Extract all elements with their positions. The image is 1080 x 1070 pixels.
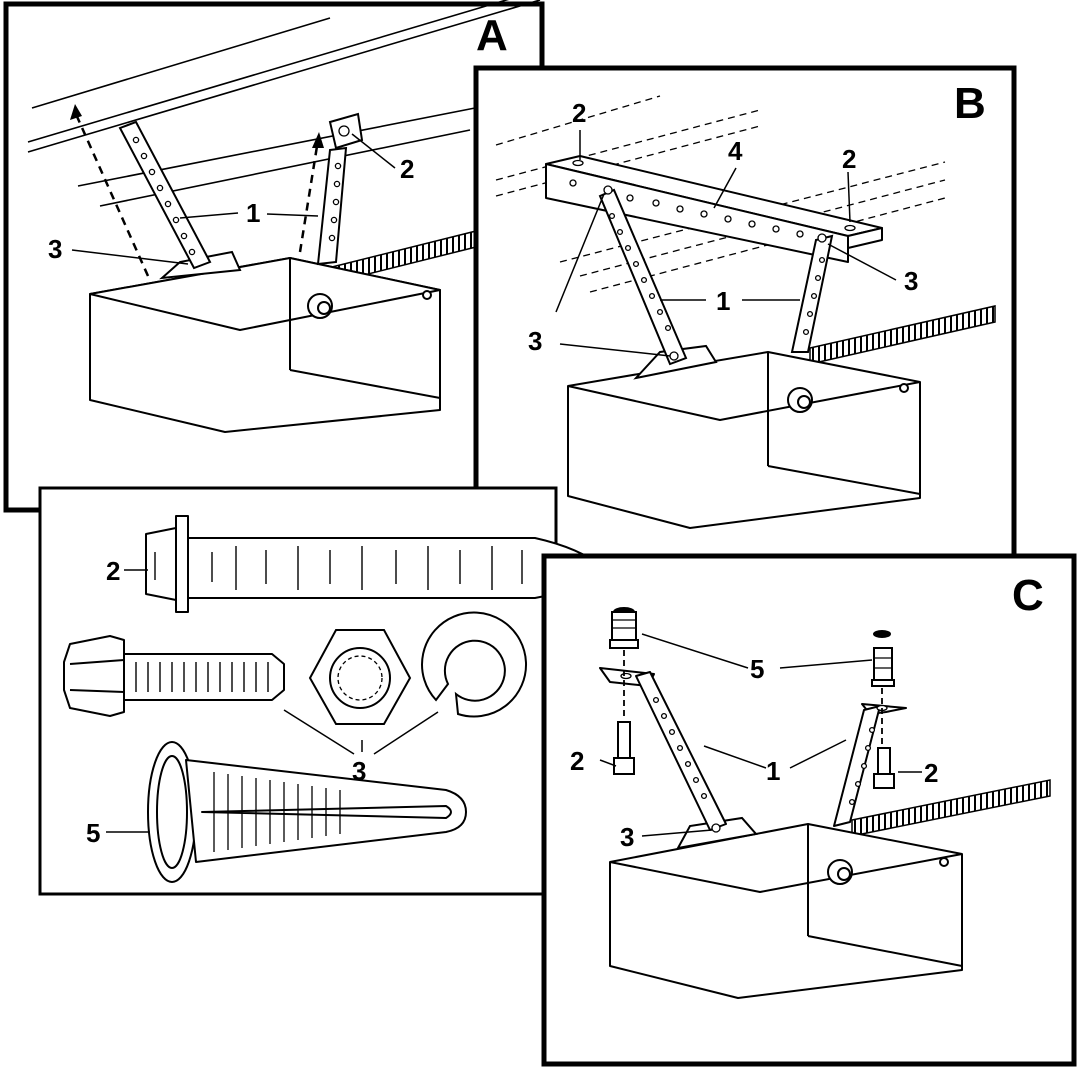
- lift-arrow: [73, 111, 320, 277]
- angle-iron: [545, 155, 883, 263]
- arrowhead: [70, 104, 82, 120]
- callout-3: 3: [528, 326, 542, 356]
- leader-line: [106, 569, 439, 833]
- opener-c: [609, 823, 963, 999]
- wall-anchor: [609, 607, 895, 687]
- lock-washer: [421, 611, 527, 718]
- callout-4: 4: [728, 136, 743, 166]
- callout-3: 3: [620, 822, 634, 852]
- callout-2: 2: [572, 98, 586, 128]
- dashed-guide: [623, 650, 883, 746]
- leader-line: [71, 133, 396, 265]
- strap-holes: [132, 125, 350, 256]
- callout-2: 2: [570, 746, 584, 776]
- hardware-panel: 2 3 5: [38, 486, 605, 896]
- panel-a-frame: [3, 1, 545, 513]
- hex-nut: [308, 629, 412, 725]
- callout-2: 2: [924, 758, 938, 788]
- callout-3: 3: [904, 266, 918, 296]
- callout-3: 3: [48, 234, 62, 264]
- callout-5: 5: [86, 818, 100, 848]
- leader-line: [555, 130, 897, 357]
- panel-a-letter: A: [476, 11, 508, 60]
- panel-a: A 1 3 2: [3, 0, 545, 513]
- rail-b: [809, 305, 996, 365]
- callout-1: 1: [766, 756, 780, 786]
- panel-b-letter: B: [954, 79, 986, 128]
- callout-5: 5: [750, 654, 764, 684]
- callout-2: 2: [842, 144, 856, 174]
- leader-line: [599, 633, 922, 837]
- angle-holes: [569, 159, 856, 238]
- callout-2: 2: [400, 154, 414, 184]
- callout-1: 1: [246, 198, 260, 228]
- opener-a: [89, 257, 441, 433]
- arrowhead: [312, 132, 324, 148]
- opener-b: [567, 351, 921, 529]
- strap-holes: [603, 185, 827, 361]
- panel-c-letter: C: [1012, 571, 1044, 620]
- panel-b: B 2 4 2 3 1 3: [473, 65, 1017, 559]
- mount-pad-c: [676, 816, 758, 850]
- hex-bolt: [63, 635, 285, 717]
- wall-anchor: [147, 741, 467, 883]
- callout-2: 2: [106, 556, 120, 586]
- callout-1: 1: [716, 286, 730, 316]
- rail-c: [851, 779, 1051, 837]
- panel-c: C 5 2 1 2 3: [541, 553, 1077, 1067]
- callout-3: 3: [352, 756, 366, 786]
